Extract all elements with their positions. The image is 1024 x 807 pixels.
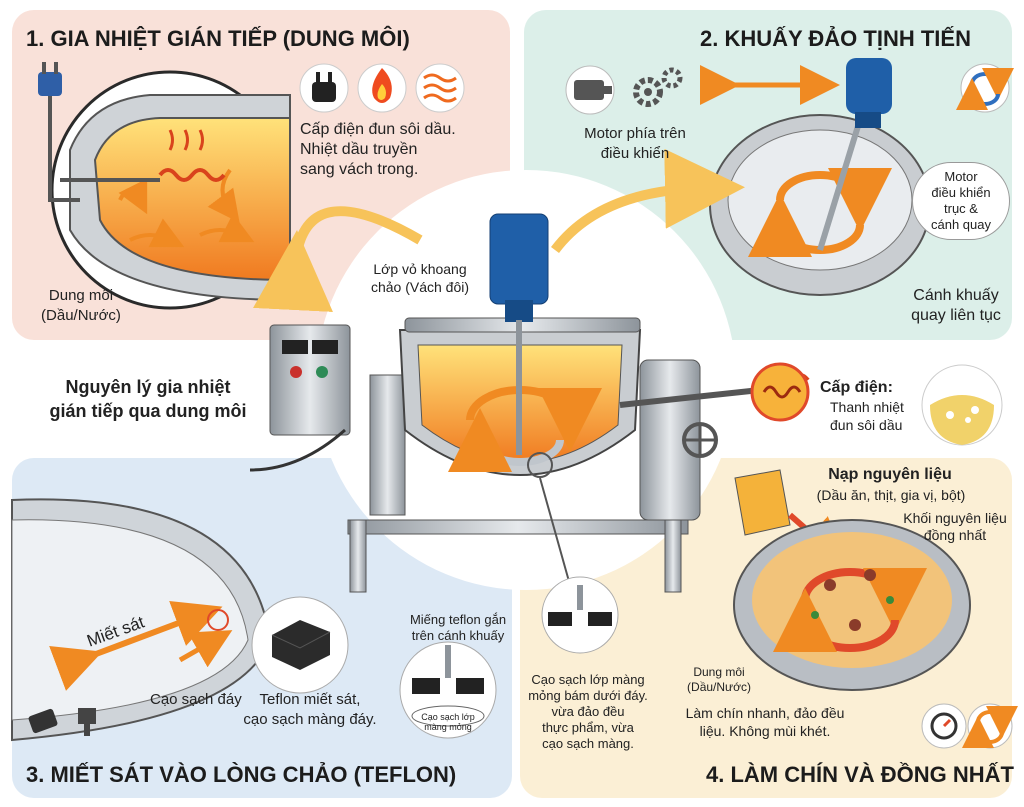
kettle-machine [249, 206, 1003, 739]
principle-caption: Nguyên lý gia nhiệt gián tiếp qua dung m… [49, 377, 247, 421]
panel1-title: 1. GIA NHIỆT GIÁN TIẾP (DUNG MÔI) [26, 26, 410, 51]
panel4-solvent-label: Dung môi (Dầu/Nước) [687, 665, 751, 694]
heating-rod-icon [750, 362, 810, 422]
panel1-solvent-label: Dung môi (Dầu/Nước) [41, 287, 121, 324]
flame-icon [357, 63, 407, 113]
scrape-description: Cạo sạch lớp màng mỏng bám dưới đáy. vừa… [528, 672, 648, 751]
panel2-motor-label: Motor phía trên điều khiển [584, 125, 686, 162]
heat-wave-icon [415, 63, 465, 113]
teflon-pad-label: Miếng teflon gắn trên cánh khuấy [409, 612, 507, 643]
scrape-circle-label: Cạo sạch lớp màng mỏng [421, 712, 475, 732]
panel4-title: 4. LÀM CHÍN VÀ ĐỒNG NHẤT [706, 762, 1014, 787]
panel2-title: 2. KHUẤY ĐẢO TỊNH TIẾN [700, 26, 971, 51]
power-title: Cấp điện: [820, 379, 893, 396]
panel4-result: Làm chín nhanh, đảo đều liệu. Không mùi … [685, 705, 845, 739]
gears-icon [633, 67, 683, 107]
panel3-teflon-label: Teflon miết sát, cạo sạch màng đáy. [243, 691, 377, 728]
panel2-blade-label: Cánh khuấy quay liên tục [911, 287, 1001, 324]
panel1-description: Cấp điện đun sôi dầu. Nhiệt dầu truyền s… [300, 121, 456, 178]
jacket-label: Lớp vỏ khoang chảo (Vách đôi) [370, 261, 470, 295]
panel4-load-title: Nạp nguyên liệu [828, 466, 952, 483]
teflon-pad-zoom [541, 576, 619, 654]
teflon-block-icon [28, 596, 349, 734]
panel1-pot-cutaway [50, 70, 291, 310]
arrow-to-panel2 [551, 148, 745, 254]
kettle-motor [489, 213, 549, 305]
power-description: Thanh nhiệt đun sôi dầu [830, 399, 904, 433]
stirring-pot-cutaway [709, 58, 931, 296]
panel4-block-label: Khối nguyên liệu đồng nhất [903, 510, 1007, 543]
panel3-scrape-label: Cạo sạch đáy [150, 691, 242, 708]
mixing-pan-cutaway [733, 519, 971, 691]
rotate-icon [956, 63, 1014, 113]
heating-coil-icon [60, 129, 226, 182]
motor-icon [565, 65, 615, 115]
power-cable-icon [38, 62, 80, 202]
timer-icon [921, 703, 967, 749]
panel4-load-sub: (Dầu ăn, thịt, gia vị, bột) [816, 487, 966, 503]
plug-icon [299, 63, 349, 113]
refresh-icon [962, 703, 1018, 749]
panel2-motor-bubble: Motor điều khiển trục & cánh quay [912, 162, 1010, 240]
panel3-title: 3. MIẾT SÁT VÀO LÒNG CHẢO (TEFLON) [26, 762, 457, 787]
scraper-icon [78, 708, 96, 736]
